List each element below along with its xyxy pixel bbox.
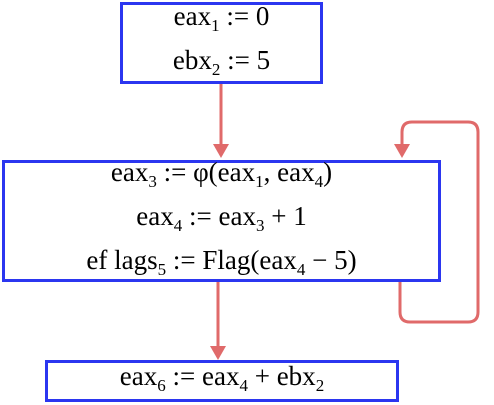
- expression-text: + 1: [264, 201, 307, 231]
- edge-loop-to-exit-arrowhead: [210, 346, 226, 360]
- expression-text: + ebx: [247, 361, 316, 391]
- expression-text: eax: [173, 1, 212, 31]
- ssa-subscript: 6: [157, 376, 166, 395]
- expression-text: := 0: [219, 1, 270, 31]
- edge-loop-back-edge-arrowhead: [394, 144, 410, 158]
- expression-text: := φ(eax: [156, 157, 256, 187]
- entry-line-1: ebx2 := 5: [173, 43, 270, 87]
- entry-line-0: eax1 := 0: [174, 0, 270, 43]
- edge-loop-back-edge: [398, 120, 480, 324]
- exit-line-0: eax6 := eax4 + ebx2: [120, 359, 324, 403]
- loop-line-1: eax4 := eax3 + 1: [136, 199, 306, 243]
- expression-text: eax: [136, 201, 174, 231]
- ssa-subscript: 4: [173, 216, 183, 235]
- edge-entry-to-loop-arrowhead: [213, 144, 229, 158]
- ssa-subscript: 3: [148, 172, 157, 191]
- expression-text: − 5): [305, 245, 357, 275]
- loop-line-2: ef lags5 := Flag(eax4 − 5): [86, 243, 356, 287]
- exit-block: eax6 := eax4 + ebx2: [45, 360, 399, 402]
- ssa-subscript: 4: [296, 260, 306, 279]
- expression-text: eax: [119, 361, 158, 391]
- ssa-subscript: 5: [157, 260, 167, 279]
- ssa-subscript: 1: [211, 16, 220, 35]
- expression-text: ): [323, 157, 333, 187]
- expression-text: , eax: [263, 157, 315, 187]
- ssa-subscript: 4: [239, 376, 248, 395]
- expression-text: ef lags: [86, 245, 158, 275]
- ssa-subscript: 2: [211, 60, 221, 79]
- expression-text: eax: [110, 157, 149, 187]
- ssa-subscript: 1: [255, 172, 264, 191]
- loop-line-0: eax3 := φ(eax1, eax4): [111, 155, 332, 199]
- expression-text: := 5: [220, 45, 271, 75]
- ssa-subscript: 3: [255, 216, 265, 235]
- expression-text: := eax: [182, 201, 256, 231]
- expression-text: ebx: [172, 45, 212, 75]
- expression-text: := Flag(eax: [166, 245, 297, 275]
- ssa-subscript: 4: [314, 172, 324, 191]
- ssa-subscript: 2: [315, 376, 325, 395]
- expression-text: := eax: [165, 361, 240, 391]
